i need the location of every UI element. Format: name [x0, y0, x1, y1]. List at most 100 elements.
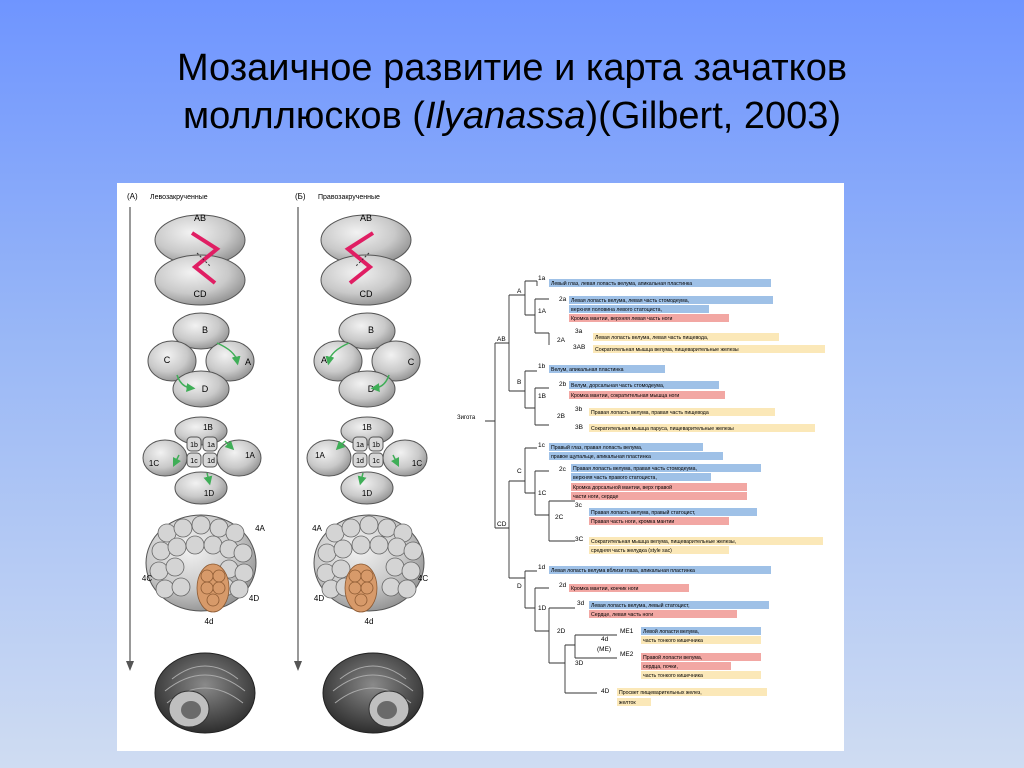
cell-4d-label-a: 4d [205, 617, 214, 626]
fate-19: Правая часть ноги, кромка мантии [591, 519, 674, 525]
cell-c-label-a: C [164, 355, 171, 365]
node-2A: 2A [557, 337, 566, 344]
node-a: A [517, 288, 522, 295]
node-1a: 1a [538, 275, 546, 282]
title-line-2a: молллюсков ( [182, 95, 425, 137]
node-1C: 1C [538, 490, 547, 497]
fate-26: Левой лопасти велума, [643, 628, 699, 635]
figure-panel: (А) Левозакрученные (Б) Правозакрученные… [117, 183, 844, 751]
node-2B: 2B [557, 413, 565, 420]
fate-28: Правой лопасти велума, [643, 654, 702, 661]
node-3D: 3D [575, 660, 584, 667]
node-me2: ME2 [620, 651, 634, 658]
spindle-marker-b [344, 231, 375, 285]
fate-16: Кромка дорсальной мантии, верх правой [573, 484, 672, 491]
title-genus: Ilyanassa [424, 95, 586, 137]
cell-1d-upper-label-a: 1D [204, 489, 214, 498]
fate-17: части ноги, сердце [573, 494, 619, 500]
fate-11: Сократительная мышца паруса, пищеварител… [591, 426, 734, 432]
cell-4d-label-b: 4d [365, 617, 374, 626]
cell-d-label-a: D [202, 384, 209, 394]
node-2D: 2D [557, 628, 566, 635]
fate-29: сердца, почки, [643, 664, 678, 670]
cell-a-label-a: A [245, 357, 251, 367]
panel-a-label: (А) [127, 192, 138, 201]
time-arrowhead-a [126, 661, 134, 671]
cell-ab-label-b: AB [360, 213, 372, 223]
node-zygote: Зигота [457, 415, 476, 421]
panel-b-title: Правозакрученные [318, 194, 380, 201]
fate-22: Левая лопасть велума вблизи глаза, апика… [551, 568, 695, 574]
title-line-2b: )(Gilbert, 2003) [585, 95, 842, 137]
fate-13: правое щупальце, апикальная пластинка [551, 454, 651, 460]
node-2b: 2b [559, 381, 567, 388]
node-d: D [517, 583, 522, 590]
fate-21: средняя часть желудка (style sac) [591, 548, 672, 554]
panel-a-shell [154, 652, 256, 734]
fate-14: Правая лопасть велума, правая часть стом… [573, 466, 697, 472]
cell-4c-label-b: 4C [418, 574, 428, 583]
fate-7: Велум, апикальная пластинка [551, 367, 624, 373]
cell-1b-upper-label-b: 1B [362, 423, 372, 432]
fate-25: Сердце, левая часть ноги [591, 612, 653, 618]
fate-boxes: Левый глаз, левая лопасть велума, апикал… [549, 279, 825, 706]
cell-1c-label-a: 1c [190, 458, 198, 465]
panel-b-label: (Б) [295, 192, 306, 201]
fate-6: Сократительная мышца велума, пищеварител… [595, 347, 739, 353]
node-3a: 3a [575, 328, 583, 335]
panel-b-shell [322, 652, 424, 734]
cell-4c-label-a: 4C [142, 574, 152, 583]
node-2c: 2c [559, 466, 567, 473]
panel-a-title: Левозакрученные [150, 194, 208, 201]
mesentoblast-4d-b [344, 563, 378, 613]
cell-1c-label-b: 1c [372, 458, 380, 465]
panel-a-two-cell: AB CD [154, 213, 246, 306]
cell-1a-upper-label-a: 1A [245, 451, 255, 460]
cell-1b-upper-label-a: 1B [203, 423, 213, 432]
node-2a: 2a [559, 296, 567, 303]
figure-svg: (А) Левозакрученные (Б) Правозакрученные… [126, 192, 825, 734]
node-c: C [517, 468, 522, 475]
node-b: B [517, 379, 521, 386]
node-3c: 3c [575, 502, 583, 509]
cell-cd-label-b: CD [360, 289, 373, 299]
fate-15: верхняя часть правого статоциста, [573, 475, 657, 481]
fate-31: Просвет пищеварительных желез, [619, 690, 702, 696]
node-1B: 1B [538, 393, 546, 400]
node-me1: ME1 [620, 628, 634, 635]
title-line-1: Мозаичное развитие и карта зачатков [176, 47, 848, 89]
fate-2: Левая лопасть велума, левая часть стомод… [571, 298, 689, 304]
panel-b-four-cell: B A C D [313, 312, 421, 408]
cell-1b-label-a: 1b [190, 442, 198, 449]
cell-cd-label-a: CD [194, 289, 207, 299]
node-3B: 3B [575, 424, 583, 431]
panel-a-morula: 4A 4C 4D 4d [142, 514, 266, 626]
fate-8: Велум, дорсальная часть стомодеума, [571, 383, 664, 389]
panel-a-four-cell: B C A D [147, 312, 255, 408]
node-4D: 4D [601, 688, 610, 695]
fate-32: желток [619, 700, 636, 706]
node-1D: 1D [538, 605, 547, 612]
cell-c-label-b: C [408, 357, 415, 367]
fate-4: Кромка мантии, верхняя левая часть ноги [571, 316, 672, 322]
fate-9: Кромка мантии, сократительная мышца ноги [571, 393, 679, 399]
fate-5: Левая лопасть велума, левая часть пищево… [595, 335, 708, 341]
cell-1d-upper-label-b: 1D [362, 489, 372, 498]
node-1A: 1A [538, 308, 547, 315]
node-4d: 4d [601, 636, 609, 643]
fate-18: Правая лопасть велума, правый статоцист, [591, 509, 695, 516]
cell-ab-label-a: AB [194, 213, 206, 223]
node-1d: 1d [538, 564, 546, 571]
lineage-tree-lines [485, 280, 617, 694]
fate-24: Левая лопасть велума, левый статоцист, [591, 602, 690, 609]
panel-a-eight-cell: 1B 1b 1a 1c 1d 1C 1A 1D [142, 416, 262, 505]
node-1b: 1b [538, 363, 546, 370]
cell-b-label-a: B [202, 325, 208, 335]
node-ab: AB [497, 336, 506, 343]
fate-27: часть тонкого кишечника [643, 638, 703, 644]
fate-1: Левый глаз, левая лопасть велума, апикал… [551, 280, 692, 287]
cell-1c-upper-label-b: 1C [412, 459, 422, 468]
cell-4a-label-a: 4A [255, 524, 265, 533]
cell-1b-label-b: 1b [372, 442, 380, 449]
node-3AB: 3AB [573, 344, 585, 351]
